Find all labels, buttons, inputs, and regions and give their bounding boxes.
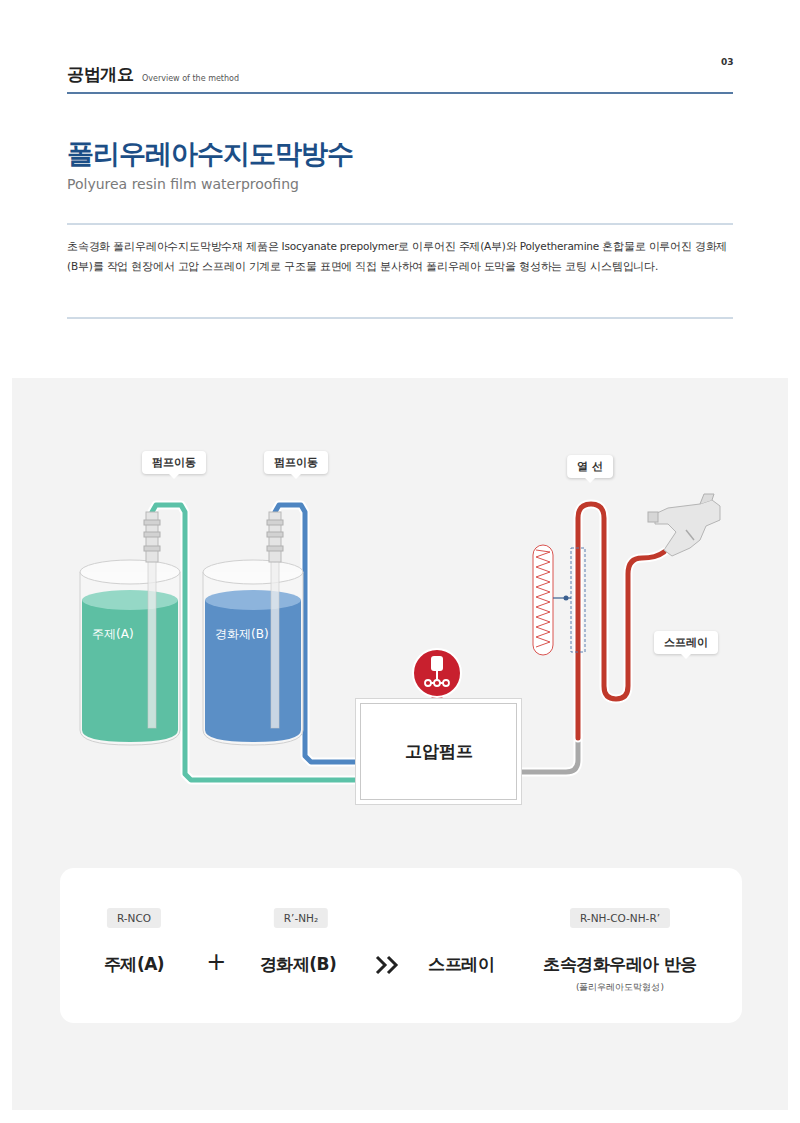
tank: 경화제(B): [203, 560, 303, 745]
drawing-part: [203, 572, 303, 745]
drawing-part: [443, 680, 449, 686]
hose: [517, 735, 578, 772]
drawing-part: [431, 656, 443, 671]
chevrons: [377, 957, 396, 973]
drawing-part: [271, 560, 279, 728]
hose-connector: [152, 505, 360, 780]
heated-hose: [578, 504, 664, 738]
callout: 스프레이: [654, 631, 718, 654]
heater-dot: [564, 596, 569, 601]
drawing-part: [203, 560, 303, 584]
heater-sleeve: [571, 548, 585, 652]
drawing-part: [434, 680, 440, 686]
drawing-part: [267, 520, 283, 525]
process-box: 고압펌프: [360, 703, 517, 800]
formula-tag: R-NCO: [107, 908, 161, 928]
drawing-part: [425, 680, 431, 686]
pump-icon: [413, 649, 461, 704]
node-label: 고압펌프: [405, 740, 473, 763]
description: 초속경화 폴리우레아수지도막방수재 제품은 Isocyanate prepoly…: [67, 236, 733, 276]
drawing-part: [205, 600, 301, 742]
drawing-part: [80, 560, 180, 584]
formula-tag: R’-NH₂: [274, 908, 328, 928]
drawing-part: [152, 505, 360, 780]
coil-windings: [536, 550, 550, 647]
drawing-part: [267, 546, 283, 551]
drawing-part: [144, 532, 160, 537]
node-label: 주제(A): [92, 626, 134, 643]
formula-note: (폴리우레아도막형성): [576, 981, 664, 994]
drawing-part: [686, 530, 694, 540]
operator: +: [206, 948, 226, 976]
drawing-part: [267, 532, 283, 537]
formula-tag: R-NH-CO-NH-R’: [570, 908, 670, 928]
diagram-panel: [12, 378, 788, 1110]
spray-gun: [648, 494, 720, 556]
drawing-part: [655, 500, 720, 556]
tank-drawing: [203, 560, 303, 745]
hose: [517, 735, 578, 772]
node-label: 경화제(B): [215, 626, 269, 643]
tank-drawing: [80, 560, 180, 745]
drawing-part: [144, 546, 160, 551]
formula-term: 주제(A): [104, 953, 164, 976]
heated-hose: [578, 504, 664, 738]
callout: 펌프이동: [264, 451, 328, 474]
section-heading: 공법개요: [67, 63, 133, 86]
formula-term: 경화제(B): [260, 953, 337, 976]
drawing-part: [700, 494, 714, 504]
drawing-part: [144, 520, 160, 525]
drawing-part: [80, 572, 180, 745]
drawing-part: [413, 649, 461, 697]
page-number: 03: [721, 57, 734, 67]
drawing-part: [148, 560, 156, 728]
formula-panel: [60, 868, 742, 1023]
page-subtitle: Polyurea resin film waterproofing: [67, 176, 299, 192]
heater-coil: [533, 545, 553, 655]
drawing-part: [152, 505, 360, 780]
rule: [67, 224, 733, 225]
header-rule: [67, 92, 733, 94]
rule: [67, 318, 733, 319]
drawing-part: [82, 590, 178, 610]
formula-term: 스프레이: [428, 953, 494, 976]
callout: 열 선: [567, 455, 613, 478]
section-subheading: Overview of the method: [142, 74, 239, 83]
drawing-part: [648, 512, 658, 522]
callout: 펌프이동: [142, 451, 206, 474]
drawing-part: [82, 600, 178, 742]
formula-term: 초속경화우레아 반응: [543, 953, 697, 976]
tank: 주제(A): [80, 560, 180, 745]
drawing-part: [205, 590, 301, 610]
page-title: 폴리우레아수지도막방수: [67, 136, 353, 172]
